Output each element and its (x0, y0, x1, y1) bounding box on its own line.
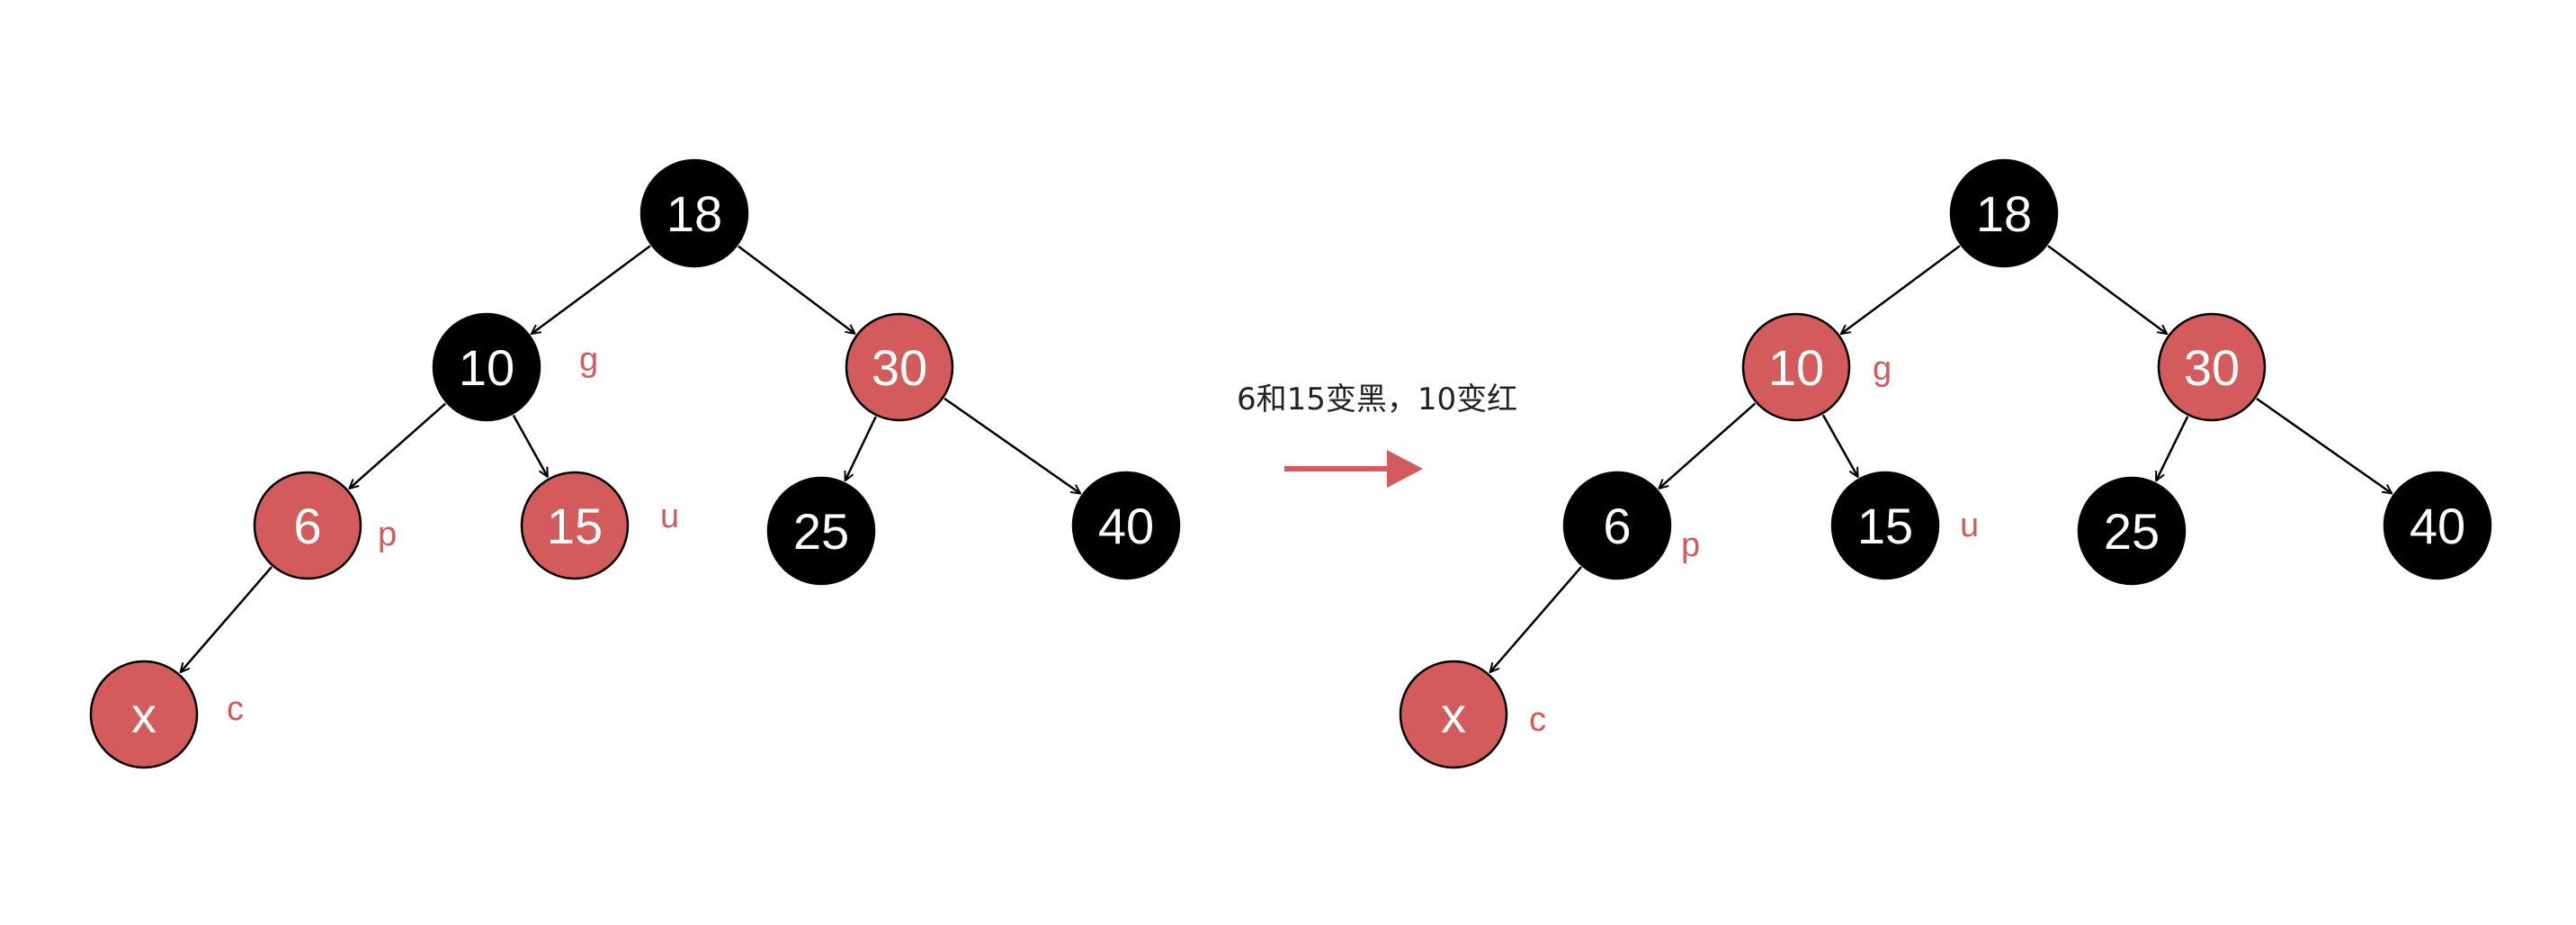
node-circle (2157, 312, 2267, 422)
node-label: 10 (1768, 339, 1824, 396)
node-before-40: 40 (1071, 471, 1181, 580)
node-tag-label: p (378, 516, 397, 553)
node-circle (1741, 312, 1851, 422)
node-circle (1071, 471, 1181, 580)
edge-before-n18-n30 (738, 245, 855, 334)
node-tag-label: g (1873, 350, 1892, 388)
node-circle (1399, 660, 1508, 769)
edge-before-n10-n6 (349, 402, 447, 489)
node-circle (253, 471, 362, 580)
node-label: 40 (1098, 498, 1154, 554)
edge-before-n18-n10 (532, 245, 651, 334)
node-before-15: 15 u (520, 471, 679, 580)
transition: 6和15变黑，10变红 (1237, 382, 1517, 488)
node-label: x (1441, 687, 1466, 743)
node-circle (766, 476, 876, 586)
edge-after-n10-n6 (1659, 402, 1757, 489)
node-after-30: 30 (2157, 312, 2267, 422)
node-label: 30 (872, 339, 927, 396)
node-circle (1562, 471, 1672, 580)
node-label: 15 (547, 498, 603, 554)
edge-after-n30-n25 (2155, 416, 2189, 481)
node-before-10: 10 g (432, 312, 598, 422)
node-before-25: 25 (766, 476, 876, 586)
node-label: 10 (459, 339, 514, 396)
node-after-18: 18 (1949, 158, 2059, 268)
node-tag-label: u (1960, 507, 1979, 544)
transition-caption: 6和15变黑，10变红 (1237, 382, 1517, 418)
edge-after-n6-nx (1490, 566, 1582, 672)
node-after-15: 15 u (1830, 471, 1979, 580)
node-tag-label: g (579, 341, 598, 379)
node-circle (89, 660, 199, 769)
node-after-10: 10 g (1741, 312, 1892, 422)
node-after-40: 40 (2383, 471, 2492, 580)
node-label: 15 (1857, 498, 1913, 554)
transition-arrow-icon (1387, 450, 1423, 488)
node-tag-label: p (1681, 526, 1700, 564)
edge-after-n18-n30 (2047, 245, 2167, 334)
node-label: 6 (293, 498, 321, 554)
edge-after-n10-n15 (1821, 414, 1858, 477)
node-label: 18 (666, 185, 722, 242)
node-tag-label: c (1529, 701, 1546, 739)
node-label: 25 (2104, 503, 2160, 560)
node-tag-label: c (227, 690, 244, 728)
node-label: 6 (1603, 498, 1631, 554)
node-circle (845, 312, 954, 422)
node-circle (2383, 471, 2492, 580)
edge-before-n30-n40 (944, 397, 1080, 494)
node-label: x (131, 687, 157, 743)
node-circle (1830, 471, 1940, 580)
node-after-25: 25 (2077, 476, 2187, 586)
node-circle (432, 312, 541, 422)
node-before-18: 18 (640, 158, 749, 268)
node-circle (2077, 476, 2187, 586)
edge-after-n30-n40 (2256, 397, 2392, 493)
edge-before-n30-n25 (845, 416, 877, 480)
node-label: 18 (1976, 185, 2032, 242)
node-circle (1949, 158, 2059, 268)
edge-before-n10-n15 (512, 414, 549, 477)
node-label: 30 (2184, 339, 2240, 396)
node-tag-label: u (660, 498, 679, 535)
node-circle (520, 471, 630, 580)
node-before-30: 30 (845, 312, 954, 422)
node-label: 40 (2410, 498, 2465, 554)
edge-after-n18-n10 (1841, 245, 1961, 334)
edge-before-n6-nx (181, 566, 273, 672)
node-circle (640, 158, 749, 268)
node-label: 25 (793, 503, 849, 560)
